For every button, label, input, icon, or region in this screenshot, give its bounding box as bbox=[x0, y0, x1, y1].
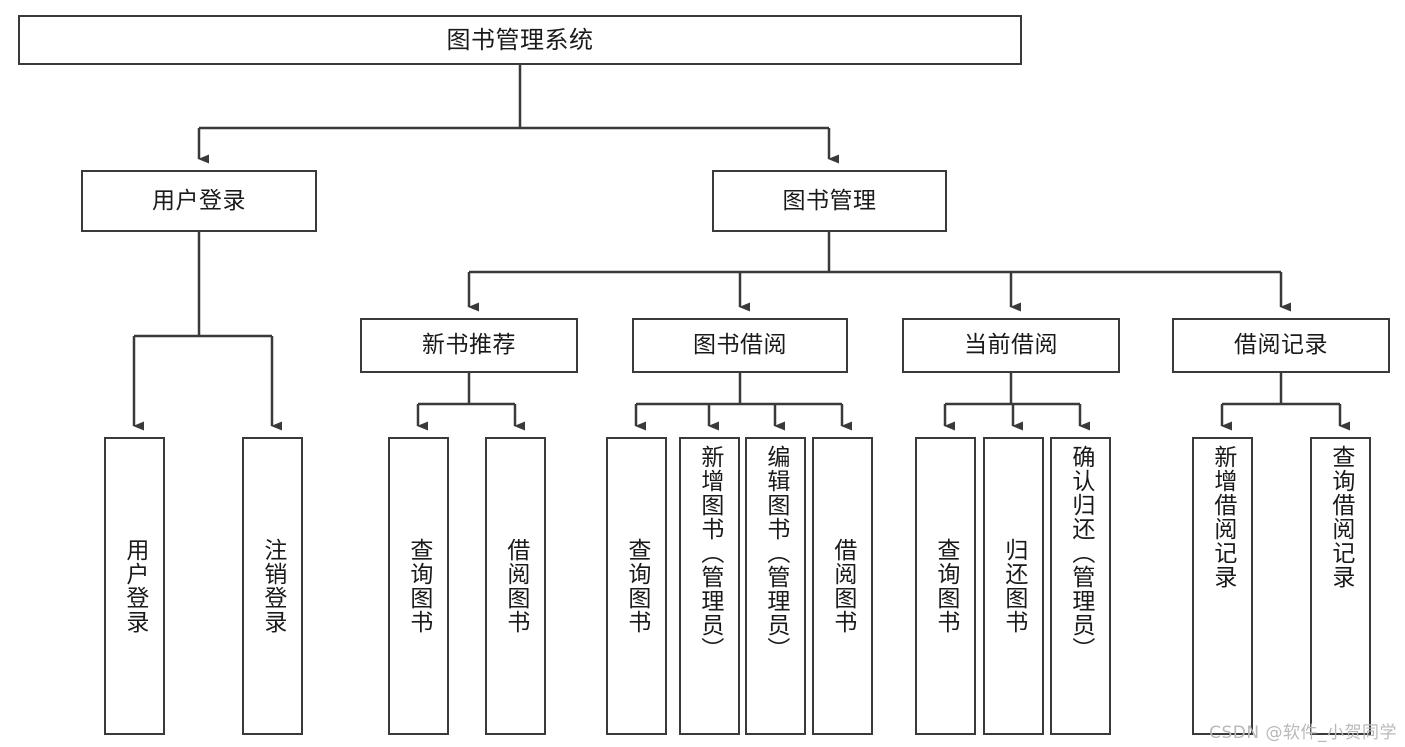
node-l_borrow2[interactable]: 借阅图书 bbox=[812, 437, 873, 735]
node-label: 借阅记录 bbox=[1234, 332, 1328, 358]
node-l_add[interactable]: 新增图书（管理员） bbox=[679, 437, 740, 735]
node-l_borrow1[interactable]: 借阅图书 bbox=[485, 437, 546, 735]
node-l_edit[interactable]: 编辑图书（管理员） bbox=[745, 437, 806, 735]
node-label: 新书推荐 bbox=[422, 332, 516, 358]
node-label: 借阅图书 bbox=[502, 538, 529, 634]
csdn-watermark: CSDN @软件_小贺同学 bbox=[1209, 723, 1397, 743]
node-l_userlogin[interactable]: 用户登录 bbox=[104, 437, 165, 735]
node-l_addrec[interactable]: 新增借阅记录 bbox=[1192, 437, 1253, 735]
node-records[interactable]: 借阅记录 bbox=[1172, 318, 1390, 373]
node-label: 图书管理系统 bbox=[446, 26, 594, 54]
node-label: 用户登录 bbox=[121, 538, 148, 634]
node-label: 新增图书（管理员） bbox=[696, 445, 723, 661]
node-bookmgmt[interactable]: 图书管理 bbox=[712, 170, 947, 232]
node-label: 图书借阅 bbox=[693, 332, 787, 358]
node-current[interactable]: 当前借阅 bbox=[902, 318, 1120, 373]
node-label: 新增借阅记录 bbox=[1209, 445, 1236, 589]
node-borrow[interactable]: 图书借阅 bbox=[632, 318, 848, 373]
node-label: 归还图书 bbox=[1000, 538, 1027, 634]
node-label: 确认归还（管理员） bbox=[1067, 445, 1094, 661]
node-login[interactable]: 用户登录 bbox=[81, 170, 317, 232]
node-label: 查询借阅记录 bbox=[1327, 445, 1354, 589]
node-label: 图书管理 bbox=[782, 187, 877, 214]
node-newbook[interactable]: 新书推荐 bbox=[360, 318, 578, 373]
node-l_return[interactable]: 归还图书 bbox=[983, 437, 1044, 735]
node-label: 当前借阅 bbox=[964, 332, 1058, 358]
node-l_queryrec[interactable]: 查询借阅记录 bbox=[1310, 437, 1371, 735]
node-l_confirm[interactable]: 确认归还（管理员） bbox=[1050, 437, 1111, 735]
node-label: 查询图书 bbox=[623, 538, 650, 634]
node-label: 注销登录 bbox=[259, 538, 286, 634]
node-label: 用户登录 bbox=[152, 187, 246, 214]
node-l_logout[interactable]: 注销登录 bbox=[242, 437, 303, 735]
node-l_query3[interactable]: 查询图书 bbox=[915, 437, 976, 735]
node-l_query2[interactable]: 查询图书 bbox=[606, 437, 667, 735]
node-label: 查询图书 bbox=[932, 538, 959, 634]
node-label: 借阅图书 bbox=[829, 538, 856, 634]
node-root[interactable]: 图书管理系统 bbox=[18, 15, 1022, 65]
node-label: 查询图书 bbox=[405, 538, 432, 634]
node-label: 编辑图书（管理员） bbox=[762, 445, 789, 661]
node-l_query1[interactable]: 查询图书 bbox=[388, 437, 449, 735]
